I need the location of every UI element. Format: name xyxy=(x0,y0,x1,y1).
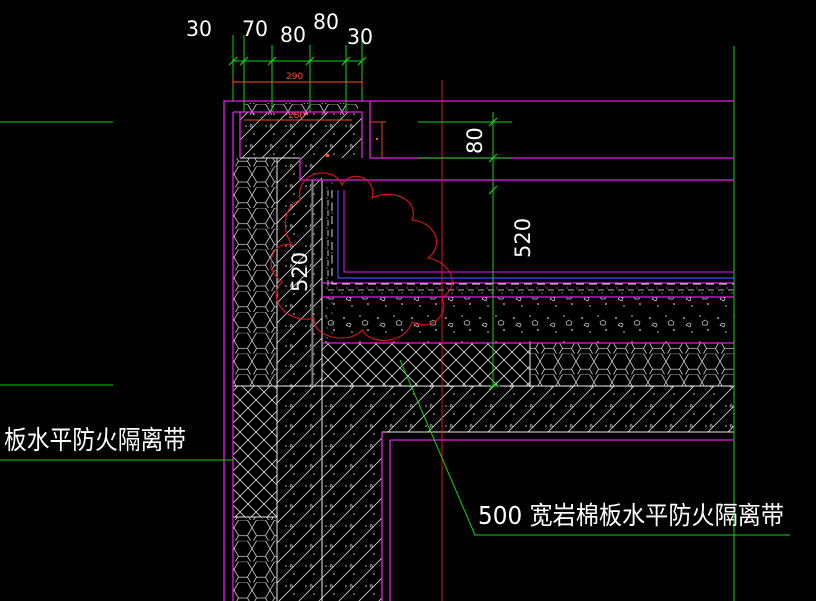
rockwool-vertical-strip xyxy=(233,386,277,517)
dim-right-520: 520 xyxy=(511,218,535,258)
magenta-outlines xyxy=(223,100,734,601)
thin-vertical-layer xyxy=(322,180,336,343)
dim-top-80-b: 80 xyxy=(313,10,339,34)
dim-inner-280: 280 xyxy=(288,111,305,121)
orange-dimension xyxy=(232,78,386,158)
dim-top-30-left: 30 xyxy=(186,17,212,41)
slab-horizontal xyxy=(322,386,734,432)
dim-top-30-right: 30 xyxy=(347,25,373,49)
orange-marker-b xyxy=(376,138,378,140)
wall-vertical xyxy=(277,158,322,601)
rockwool-horizontal-band xyxy=(322,343,530,386)
wall-lower-hatch xyxy=(322,432,382,601)
dim-top-80-a: 80 xyxy=(280,23,306,47)
orange-marker-a xyxy=(326,154,329,157)
dim-cloud-520: 520 xyxy=(288,252,312,292)
green-leaders xyxy=(0,35,790,601)
insulation-hatch-top xyxy=(233,158,277,386)
bottom-note: 500 宽岩棉板水平防火隔离带 xyxy=(478,501,784,530)
insulation-hatch-bottom xyxy=(233,517,277,601)
top-dimensions: 30 70 80 80 30 xyxy=(186,10,373,49)
dim-right-80: 80 xyxy=(463,127,487,154)
dim-overall-290: 290 xyxy=(286,72,303,82)
dimension-ticks xyxy=(228,56,498,391)
dim-top-70: 70 xyxy=(242,17,268,41)
hex-horizontal-band xyxy=(530,343,734,386)
revision-cloud xyxy=(270,172,453,341)
topping-layer xyxy=(322,297,734,343)
membrane-lines xyxy=(327,190,734,291)
left-note: 板水平防火隔离带 xyxy=(4,426,186,456)
